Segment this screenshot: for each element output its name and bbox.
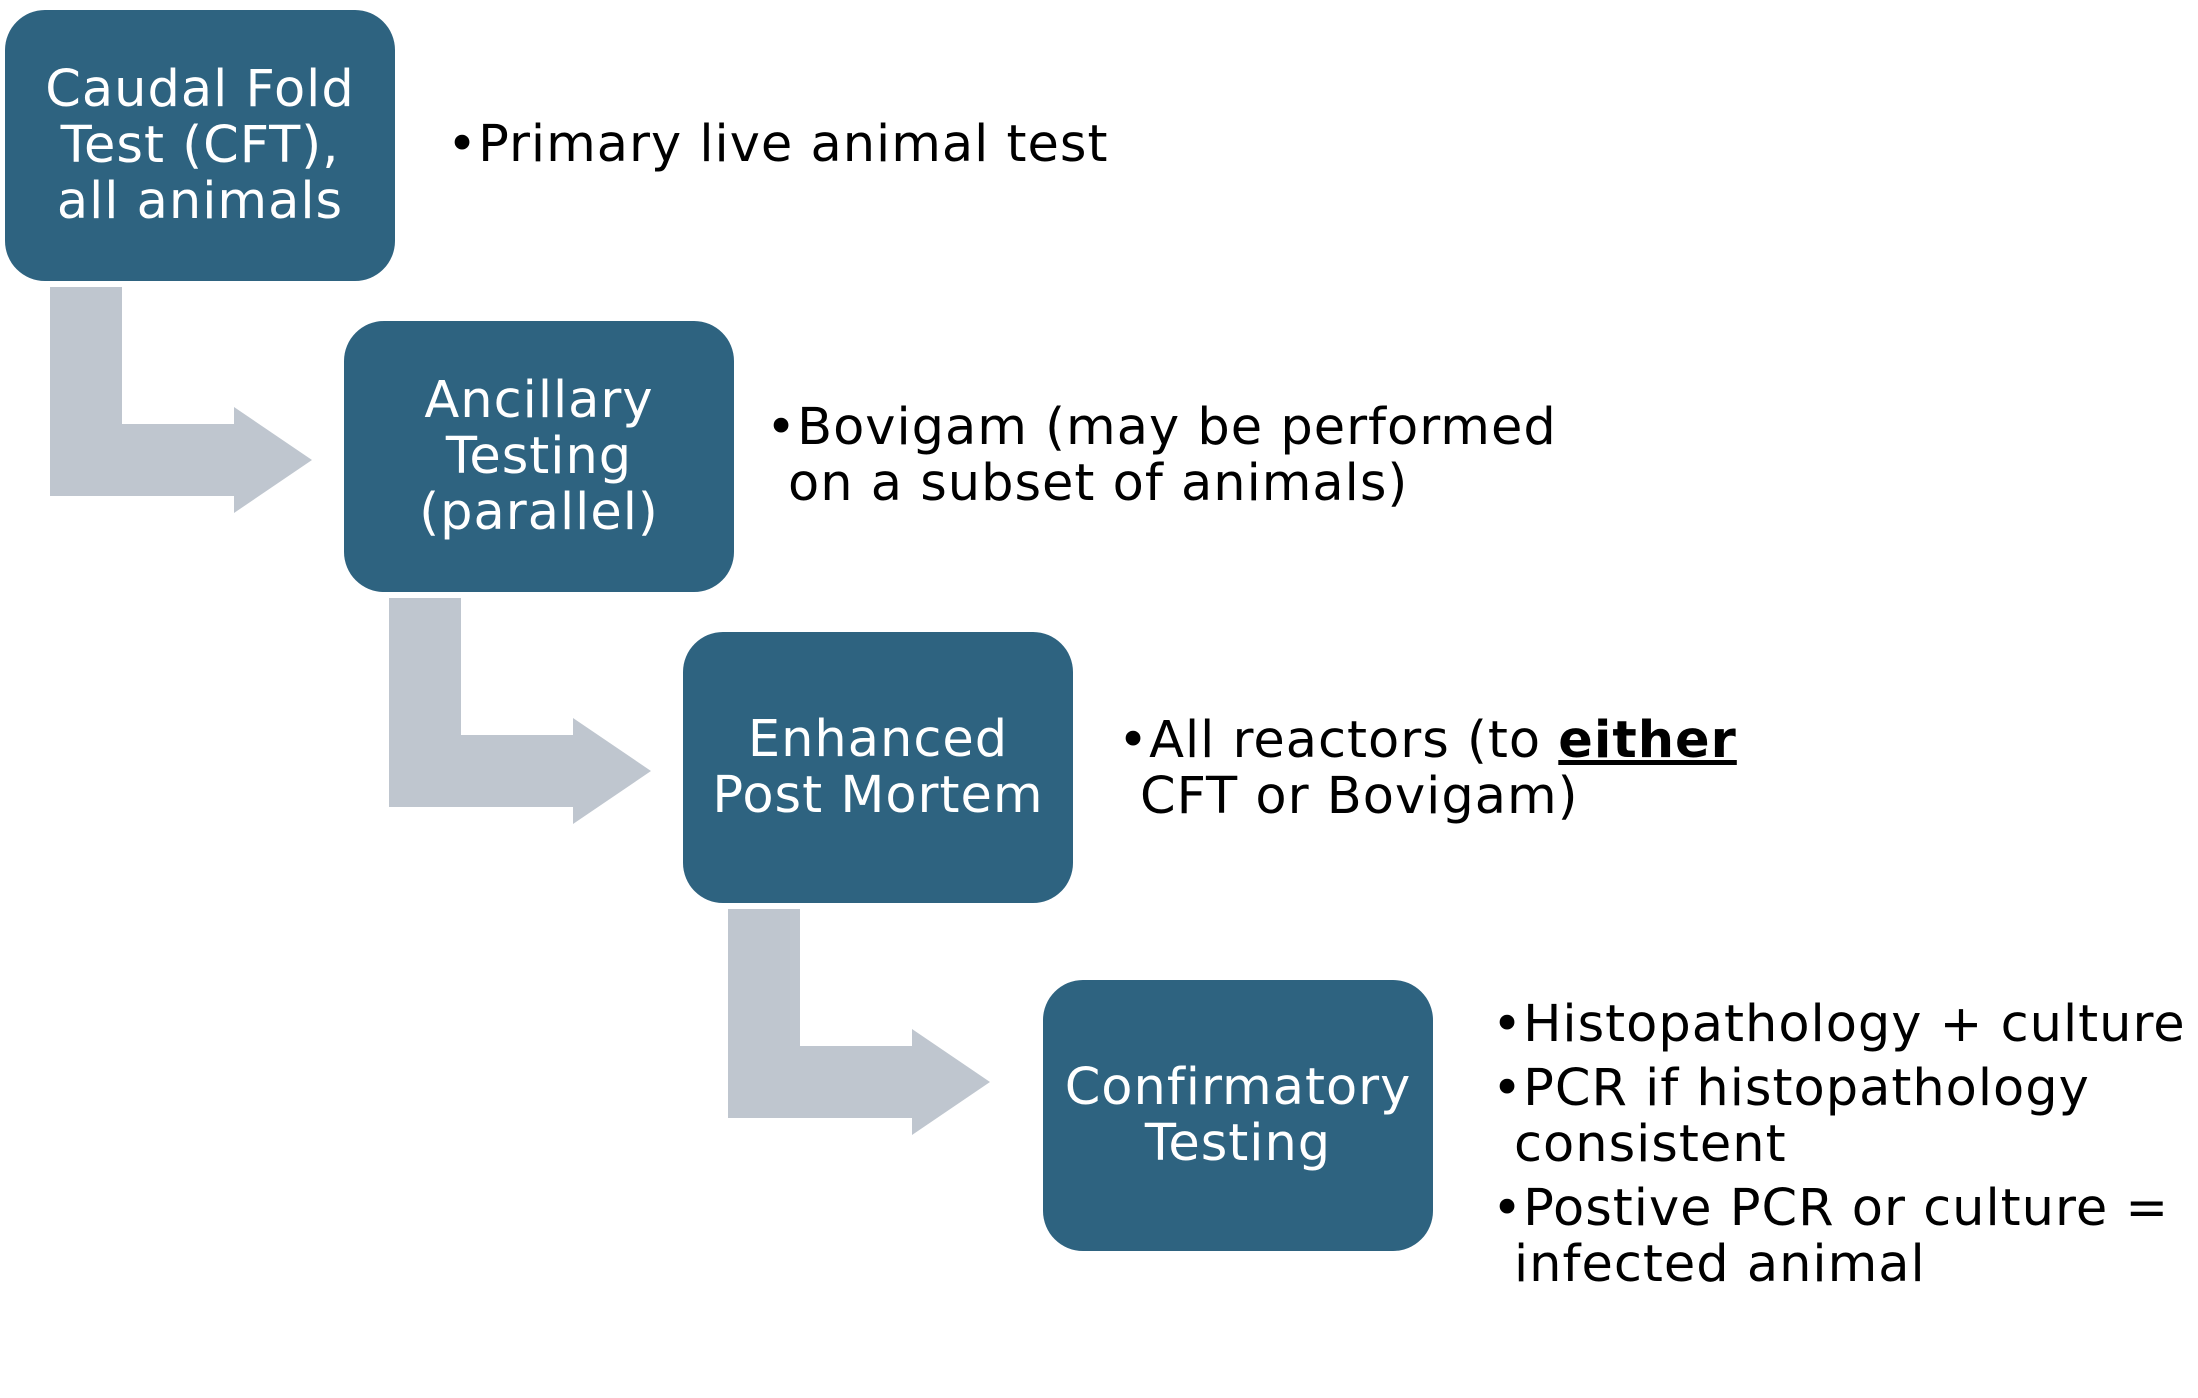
- bent-arrow-icon: [728, 909, 990, 1135]
- step-box-enhanced-post-mortem: Enhanced Post Mortem: [683, 632, 1073, 903]
- step-description: •Histopathology + culture •PCR if histop…: [1492, 997, 2186, 1293]
- step-description: •Primary live animal test: [447, 117, 1108, 173]
- step-box-line: (parallel): [419, 482, 659, 542]
- step-description: •Bovigam (may be performed on a subset o…: [766, 400, 1557, 512]
- step-description: •All reactors (to either CFT or Bovigam): [1118, 713, 1737, 825]
- step-box-ancillary-testing: Ancillary Testing (parallel): [344, 321, 734, 592]
- bullet-line: •All reactors (to either: [1118, 713, 1737, 769]
- step-box-line: all animals: [56, 171, 344, 231]
- bullet-item: •Postive PCR or culture = infected anima…: [1492, 1181, 2186, 1293]
- bullet-text-continued: CFT or Bovigam): [1140, 767, 1579, 826]
- step-box-line: Testing: [445, 426, 633, 486]
- step-box-line: Testing: [1144, 1113, 1332, 1173]
- step-box-line: Enhanced: [747, 709, 1009, 769]
- step-box-confirmatory-testing: Confirmatory Testing: [1043, 980, 1433, 1251]
- bullet-text: •Histopathology + culture: [1492, 995, 2186, 1054]
- bent-arrow-icon: [50, 287, 312, 513]
- bullet-item: •Histopathology + culture: [1492, 997, 2186, 1053]
- step-box-caudal-fold-test: Caudal Fold Test (CFT), all animals: [5, 10, 395, 281]
- emphasis-text: either: [1558, 711, 1737, 770]
- bullet-text-continued: consistent: [1514, 1115, 1787, 1174]
- bullet-text-continued: infected animal: [1514, 1235, 1926, 1294]
- step-box-line: Confirmatory: [1064, 1057, 1412, 1117]
- bullet-text: •Postive PCR or culture =: [1492, 1179, 2170, 1238]
- step-box-line: Post Mortem: [712, 765, 1044, 825]
- bullet-text: •All reactors (to: [1118, 711, 1559, 770]
- bullet-text: •PCR if histopathology: [1492, 1059, 2090, 1118]
- step-box-line: Caudal Fold: [45, 59, 355, 119]
- bent-arrow-icon: [389, 598, 651, 824]
- bullet-text: •Primary live animal test: [447, 115, 1109, 174]
- bullet-text-continued: on a subset of animals): [788, 454, 1409, 513]
- bullet-text: •Bovigam (may be performed: [766, 398, 1557, 457]
- step-box-line: Test (CFT),: [60, 115, 340, 175]
- step-box-line: Ancillary: [424, 370, 654, 430]
- bullet-item: •PCR if histopathology consistent: [1492, 1061, 2186, 1173]
